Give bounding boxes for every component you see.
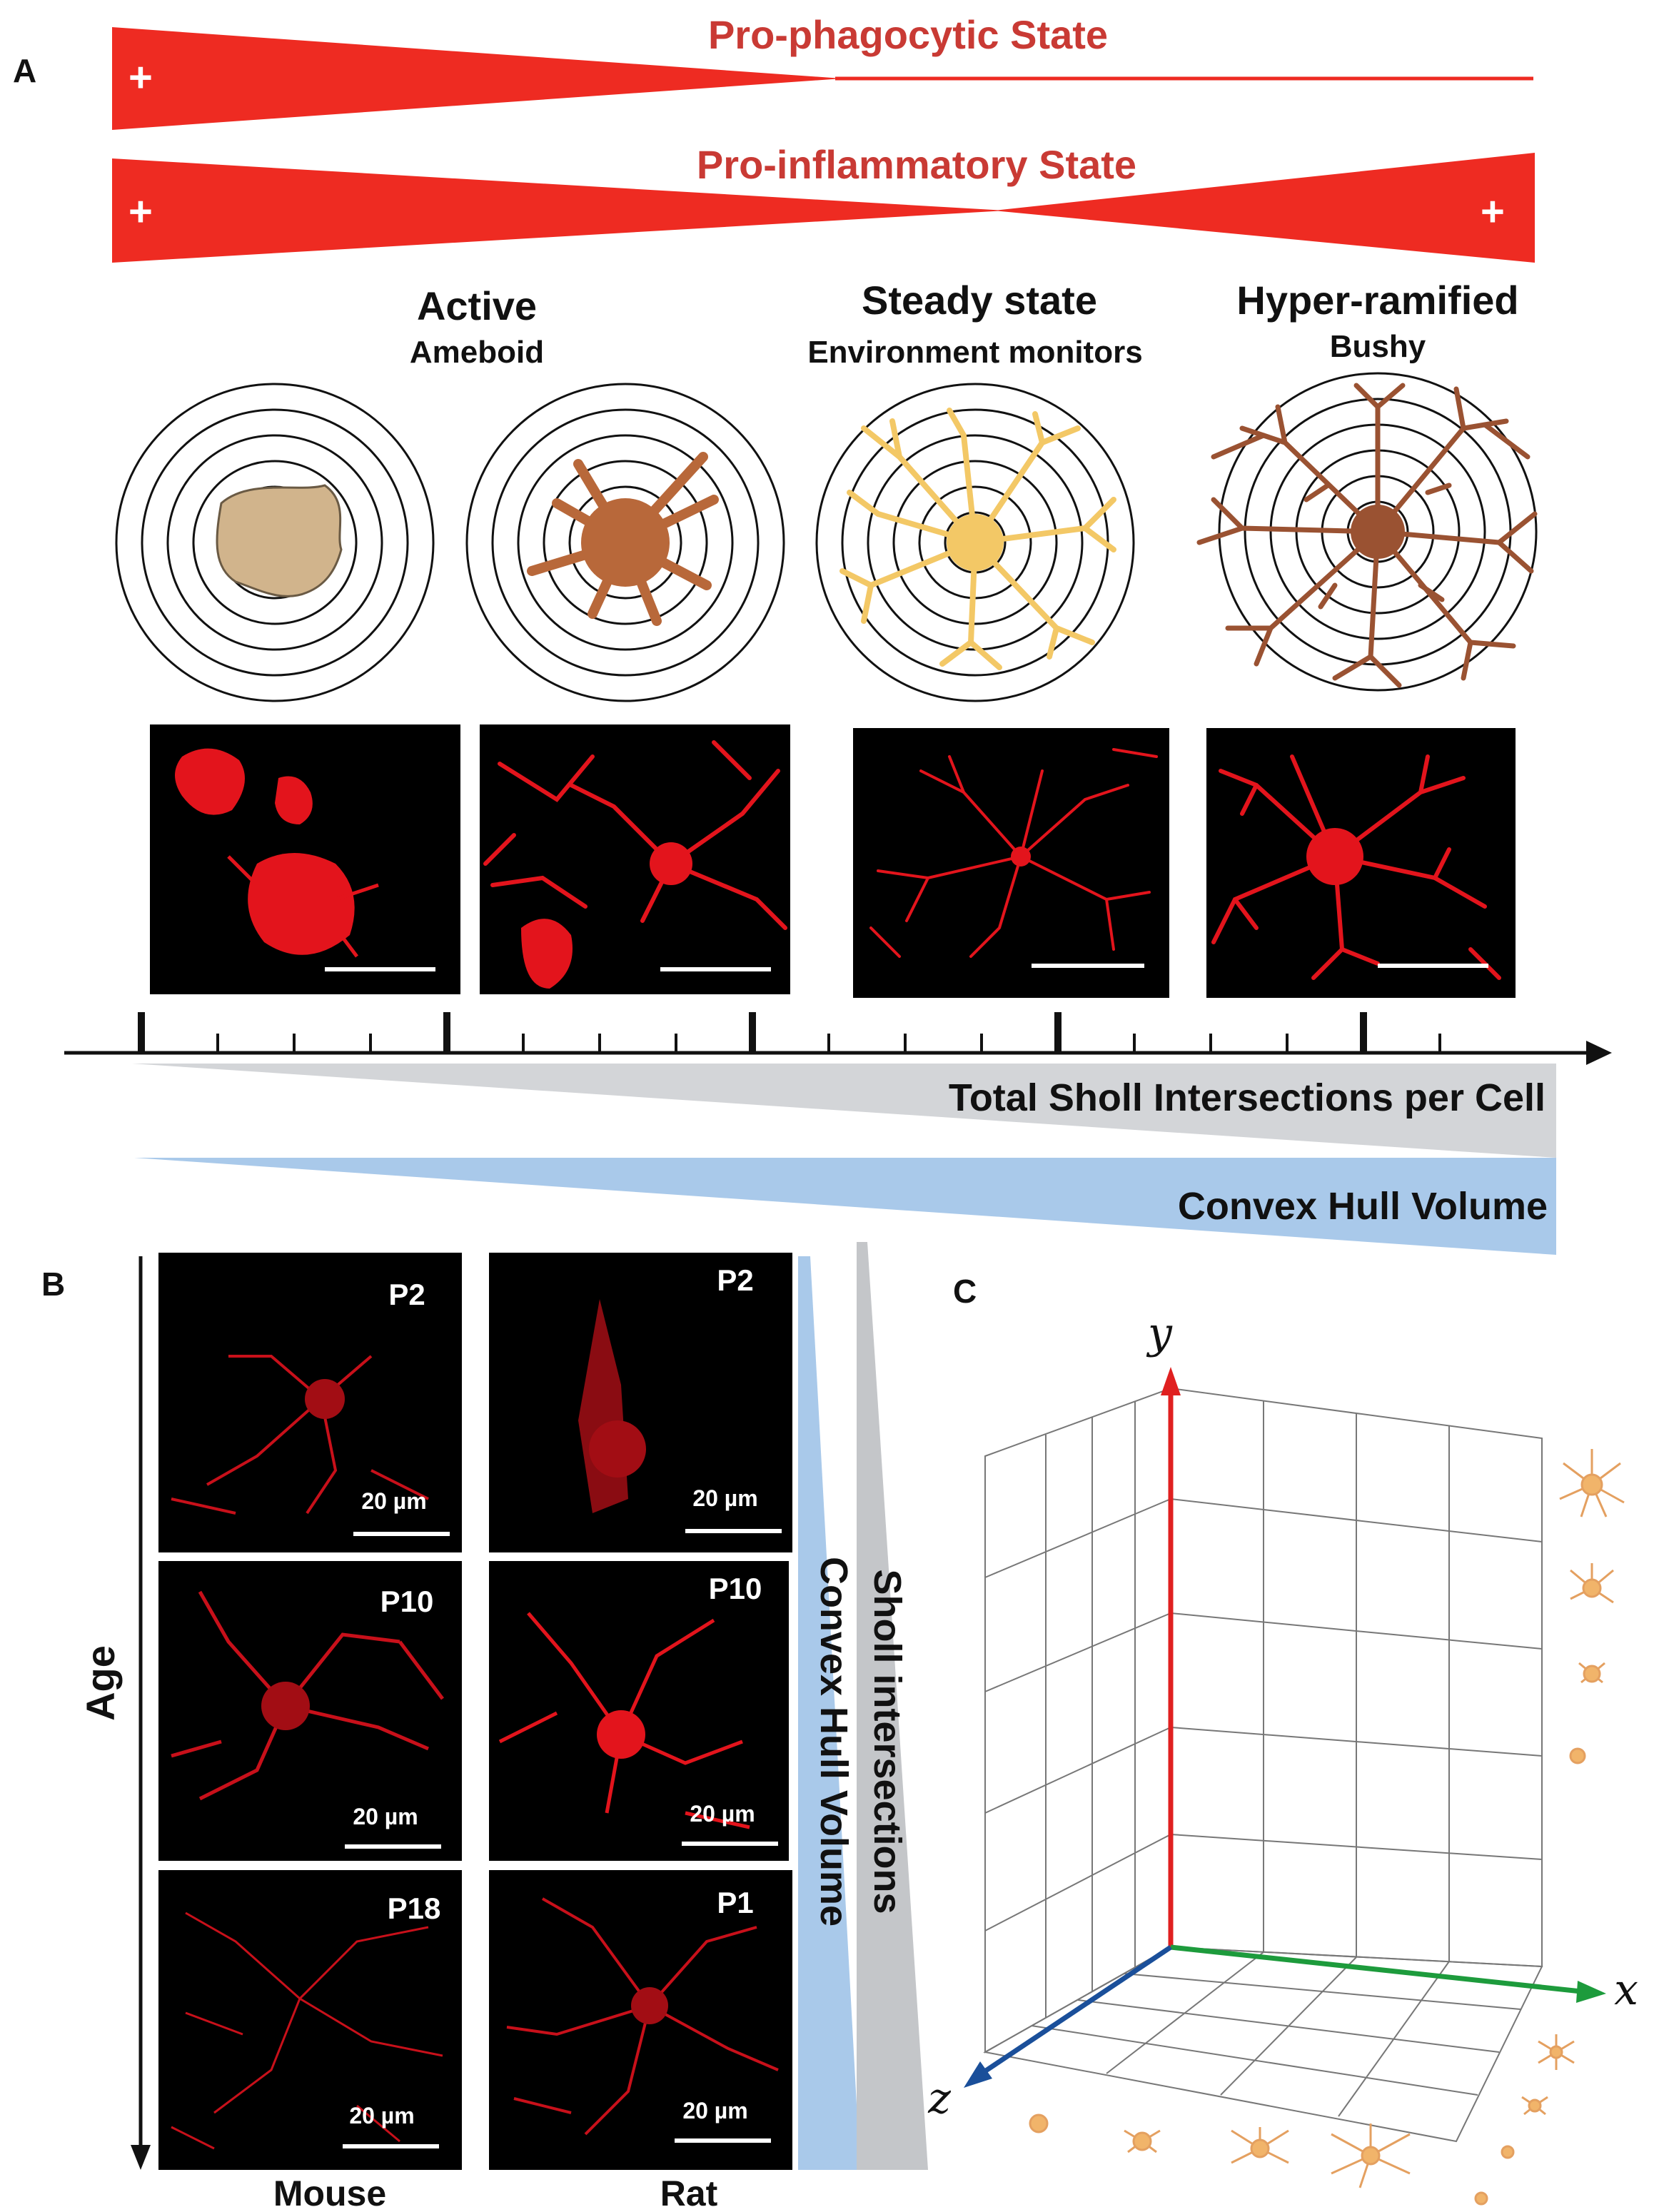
sholl-ring (166, 434, 383, 651)
tile-scale-label: 20 µm (353, 1804, 418, 1829)
tile-age-label: P2 (388, 1278, 425, 1311)
sholl-ring (543, 460, 708, 625)
tile-age-label: P10 (380, 1585, 434, 1618)
microglia-icons-x (1474, 2034, 1575, 2206)
sholl-ring (517, 434, 734, 651)
sholl-diagram-ameboid (115, 383, 435, 702)
tile-age-label: P18 (388, 1892, 441, 1925)
micrograph-rat-p2: P2 20 µm (489, 1253, 792, 1552)
sholl-ring (192, 460, 358, 625)
hull-vertical-label: Convex Hull Volume (812, 1557, 855, 1926)
morphology-axis (64, 1012, 1612, 1065)
sholl-intersections-bar: Total Sholl Intersections per Cell (132, 1064, 1556, 1158)
micrograph-hyper-ramified (1206, 728, 1516, 998)
sholl-vertical-bar: Sholl intersections (857, 1242, 928, 2170)
tile-scale-label: 20 µm (361, 1488, 426, 1514)
inflammatory-plus-right: + (1481, 188, 1505, 235)
pro-inflammatory-title: Pro-inflammatory State (697, 142, 1136, 187)
scale-bar (325, 967, 435, 971)
panel-a-label: A (13, 52, 36, 89)
inflammatory-plus-left: + (128, 188, 153, 235)
microglia-icons-y (1559, 1449, 1625, 1764)
sholl-vertical-label: Sholl intersections (866, 1569, 909, 1914)
morph-subtitle-environment-monitors: Environment monitors (807, 335, 1142, 370)
micrograph-active (480, 724, 790, 994)
column-label-mouse: Mouse (273, 2173, 386, 2212)
tile-scale-label: 20 µm (349, 2103, 414, 2128)
pro-phagocytic-wedge: + Pro-phagocytic State (112, 12, 1533, 130)
sholl-diagram-active (465, 383, 785, 702)
convex-hull-bar: Convex Hull Volume (134, 1158, 1556, 1255)
phagocytic-plus-sign: + (128, 54, 153, 101)
morph-subtitle-ameboid: Ameboid (410, 335, 544, 370)
z-axis-label: z (927, 2074, 951, 2123)
sholl-ring (491, 408, 760, 677)
morph-title-active: Active (417, 283, 537, 328)
y-axis-label: y (1146, 1308, 1173, 1358)
tile-age-label: P10 (709, 1572, 762, 1605)
micrograph-steady-state (853, 728, 1169, 998)
hull-bar-label: Convex Hull Volume (1178, 1185, 1548, 1228)
scale-bar (1032, 964, 1144, 968)
pro-phagocytic-title: Pro-phagocytic State (708, 12, 1108, 57)
sholl-ring (815, 383, 1135, 702)
sholl-diagram-steady-state (815, 383, 1135, 702)
z-axis: z (927, 1945, 1172, 2123)
sholl-ring (465, 383, 785, 702)
age-axis: Age (78, 1256, 151, 2170)
micrograph-mouse-p2: P2 20 µm (158, 1253, 462, 1552)
micrograph-mouse-p18: P18 20 µm (158, 1870, 462, 2170)
scale-bar (1378, 964, 1488, 968)
sholl-ring (568, 485, 682, 600)
panel-c-label: C (953, 1273, 977, 1310)
x-axis-label: x (1614, 1965, 1638, 2015)
tile-scale-label: 20 µm (690, 1801, 755, 1827)
panel-b-label: B (41, 1266, 65, 1303)
column-label-rat: Rat (660, 2173, 718, 2212)
sholl-diagram-bushy (1196, 372, 1538, 692)
morph-subtitle-bushy: Bushy (1330, 329, 1426, 364)
sholl-bar-label: Total Sholl Intersections per Cell (949, 1076, 1545, 1119)
y-axis: y (1146, 1308, 1181, 1947)
microglia-icons-z (1029, 2113, 1411, 2188)
tile-age-label: P2 (717, 1263, 753, 1297)
scale-bar (660, 967, 771, 971)
micrograph-rat-p1: P1 20 µm (489, 1870, 792, 2170)
sholl-ring (1218, 372, 1538, 692)
micrograph-active-ameboid (150, 724, 460, 994)
sholl-ring (115, 383, 435, 702)
morph-title-steady-state: Steady state (862, 278, 1097, 323)
sholl-ring (141, 408, 409, 677)
tile-scale-label: 20 µm (682, 2098, 747, 2123)
tile-scale-label: 20 µm (692, 1485, 757, 1511)
3d-grid (983, 1387, 1543, 2143)
tile-age-label: P1 (717, 1886, 753, 1919)
age-axis-label: Age (78, 1645, 123, 1721)
micrograph-rat-p10: P10 20 µm (489, 1561, 789, 1861)
micrograph-mouse-p10: P10 20 µm (158, 1561, 462, 1861)
pro-inflammatory-wedge: + + Pro-inflammatory State (112, 142, 1535, 263)
x-axis: x (1170, 1944, 1638, 2015)
convex-hull-vertical-bar: Convex Hull Volume (798, 1256, 860, 2170)
morph-title-hyper-ramified: Hyper-ramified (1236, 278, 1518, 323)
sholl-ring (892, 460, 1058, 625)
